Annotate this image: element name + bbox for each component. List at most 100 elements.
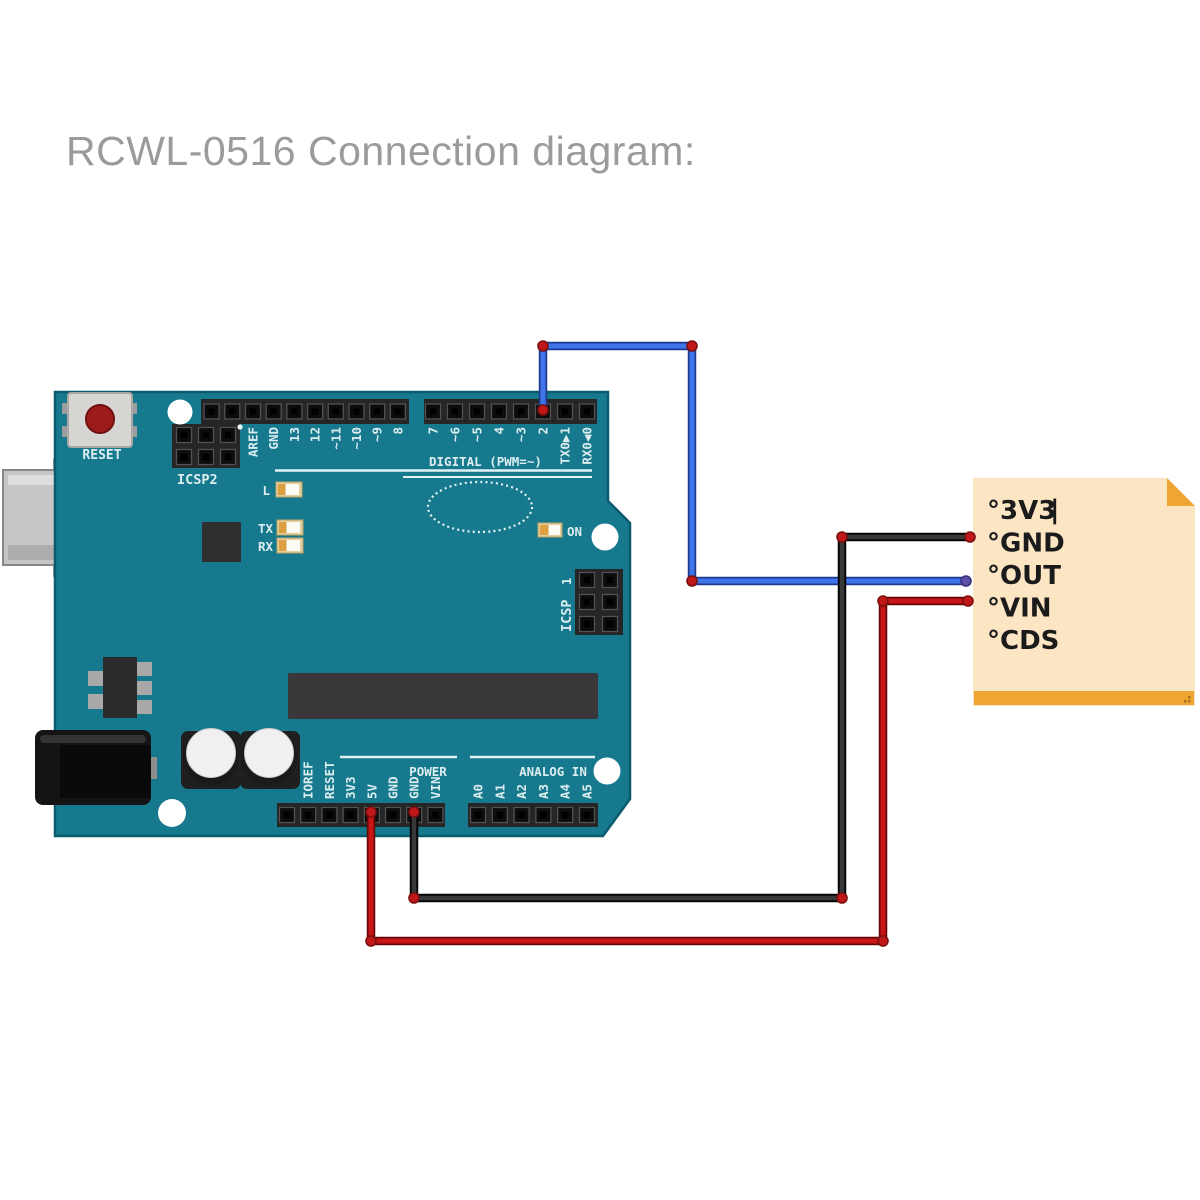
- pin-label-GND: GND: [266, 427, 281, 450]
- pin-label-A1: A1: [492, 784, 507, 799]
- rcwl-module-note[interactable]: °3V3 | °GND °OUT °VIN °CDS: [973, 478, 1195, 706]
- pin-hole: [283, 811, 291, 819]
- led-tx-label: TX: [258, 521, 274, 536]
- mount-hole: [591, 523, 619, 551]
- pin-hole: [347, 811, 354, 819]
- module-pin-3v3: °3V3: [987, 496, 1056, 526]
- wire-bendpoint[interactable]: [836, 531, 848, 543]
- wire-bendpoint[interactable]: [964, 531, 976, 543]
- wire-bendpoints[interactable]: [365, 340, 976, 947]
- pin-hole: [180, 431, 188, 439]
- led-rx: [276, 537, 304, 554]
- wire-bendpoint[interactable]: [365, 806, 377, 818]
- pin-label-7: 7: [426, 427, 441, 435]
- pin-label-3V3: 3V3: [343, 776, 358, 799]
- pin-hole: [606, 598, 614, 606]
- pin-label-A5: A5: [580, 784, 595, 799]
- mount-hole: [593, 757, 621, 785]
- pin-label-5V: 5V: [364, 783, 379, 799]
- note-fold-corner: [1167, 478, 1195, 506]
- wire-bendpoint[interactable]: [877, 595, 889, 607]
- pin-hole: [311, 408, 319, 415]
- module-pin-gnd: °GND: [987, 529, 1065, 559]
- wire-bendpoint[interactable]: [365, 935, 377, 947]
- wire-bendpoint[interactable]: [836, 892, 848, 904]
- capacitor: [181, 728, 241, 789]
- wire-bendpoint[interactable]: [686, 340, 698, 352]
- pin-hole: [394, 408, 402, 415]
- pin-hole: [249, 408, 257, 415]
- pin-hole: [583, 811, 591, 819]
- wire-bendpoint[interactable]: [408, 806, 420, 818]
- led-rx-label: RX: [258, 539, 274, 554]
- pin-hole: [540, 811, 547, 819]
- icsp2-pin1-marker: [237, 424, 243, 430]
- arduino-board[interactable]: DIGITAL (PWM=~) POWER ANALOG IN RESET IC…: [2, 390, 632, 838]
- voltage-regulator: [88, 657, 152, 718]
- digital-caption: DIGITAL (PWM=~): [429, 454, 542, 469]
- pin-hole: [583, 576, 591, 584]
- pin-label-~11: ~11: [328, 427, 343, 450]
- pin-label-A4: A4: [558, 784, 573, 799]
- pin-label-GND: GND: [386, 776, 401, 799]
- chip-small: [202, 522, 241, 562]
- pin-label-~6: ~6: [448, 427, 463, 442]
- pcb: [53, 390, 632, 838]
- wire-bendpoint[interactable]: [537, 404, 549, 416]
- power-caption: POWER: [409, 764, 447, 779]
- reset-button-cap: [85, 404, 115, 434]
- pin-hole: [224, 431, 232, 439]
- pin-hole: [451, 408, 459, 415]
- wire-bendpoint[interactable]: [537, 340, 549, 352]
- pin-hole: [606, 620, 614, 628]
- wire-bendpoint[interactable]: [686, 575, 698, 587]
- analog-header: [468, 803, 598, 827]
- pin-hole: [561, 408, 569, 415]
- pin-hole: [583, 620, 591, 628]
- pin-hole: [180, 453, 188, 461]
- pin-hole: [583, 408, 591, 415]
- capacitor: [240, 728, 300, 789]
- pin-label-AREF: AREF: [246, 427, 261, 457]
- wire-bendpoint[interactable]: [877, 935, 889, 947]
- pin-hole: [332, 408, 339, 415]
- pin-hole: [495, 408, 503, 415]
- module-pin-vin: °VIN: [987, 594, 1052, 624]
- pin-hole: [326, 811, 333, 819]
- pin-label-RX00: RX0◀0: [580, 427, 595, 465]
- pin-hole: [496, 811, 503, 819]
- led-on: [537, 522, 563, 538]
- led-l: [275, 481, 303, 498]
- pin-label-13: 13: [287, 427, 302, 442]
- pin-hole: [517, 408, 525, 415]
- note-resize-grip[interactable]: [1184, 696, 1191, 703]
- note-bottom-strip: [974, 691, 1194, 705]
- wire-bendpoint[interactable]: [962, 595, 974, 607]
- pin-label-IOREF: IOREF: [301, 761, 316, 799]
- pin-label-~5: ~5: [470, 427, 485, 442]
- reset-button: [62, 392, 137, 448]
- page-title: RCWL-0516 Connection diagram:: [66, 128, 696, 174]
- pin-label-RESET: RESET: [322, 761, 337, 799]
- pin-label-A0: A0: [471, 784, 486, 799]
- text-cursor: |: [1050, 495, 1060, 525]
- led-on-label: ON: [567, 524, 582, 539]
- reset-label: RESET: [82, 448, 121, 463]
- pin-label-2: 2: [536, 427, 551, 435]
- pin-hole: [374, 408, 381, 415]
- wire-bendpoint[interactable]: [960, 575, 972, 587]
- module-pin-out: °OUT: [987, 561, 1061, 591]
- pin-hole: [518, 811, 525, 819]
- pin-hole: [583, 598, 591, 606]
- led-tx: [276, 519, 304, 536]
- analog-caption: ANALOG IN: [519, 764, 587, 779]
- pin-hole: [202, 453, 210, 461]
- pin-hole: [208, 408, 215, 415]
- pin-label-~9: ~9: [370, 427, 385, 442]
- mount-hole: [158, 799, 186, 827]
- pin-hole: [389, 811, 397, 819]
- icsp2-label: ICSP2: [177, 472, 218, 488]
- wire-bendpoint[interactable]: [408, 892, 420, 904]
- pin-label-~3: ~3: [514, 427, 529, 442]
